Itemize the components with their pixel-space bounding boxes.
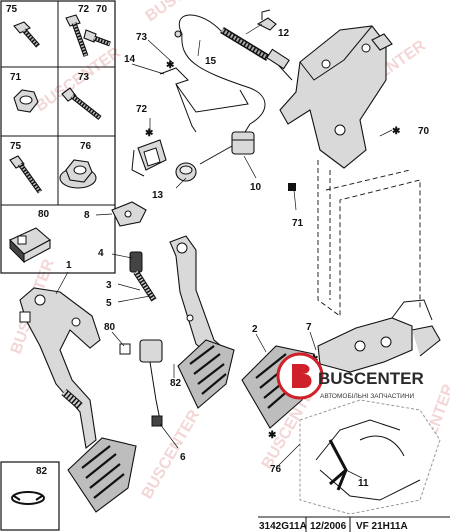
watermark-text: BUSCENTER [143, 0, 235, 25]
grid-cell-71[interactable]: 71 [10, 72, 39, 113]
brand-logo: BUSCENTER АВТОМОБІЛЬНІ ЗАПЧАСТИНИ [276, 352, 424, 400]
brake-pedal-pad[interactable] [177, 339, 235, 409]
cell-number: 75 [10, 141, 22, 152]
vehicle-inset [299, 399, 441, 515]
cell-number: 76 [80, 141, 92, 152]
grid-cell-82[interactable]: 82 [0, 461, 60, 531]
callout-13[interactable]: 13 [152, 190, 164, 201]
flange-nut-icon [59, 159, 97, 189]
return-spring[interactable] [159, 67, 249, 133]
callout-76[interactable]: 76 [270, 464, 282, 475]
callout-82[interactable]: 82 [170, 378, 182, 389]
pedal-box-bracket[interactable] [279, 25, 393, 169]
accelerator-pedal-pad[interactable] [67, 437, 137, 513]
grid-cell-70[interactable]: 70 [83, 4, 111, 47]
asterisk-icon: ✱ [166, 60, 175, 71]
cell-number: 71 [10, 72, 22, 83]
leader-lines [55, 23, 393, 479]
footer-date: 12/2006 [310, 521, 347, 532]
footer: 3142G11A 12/2006 VF 21H11A [258, 516, 450, 532]
switch-bracket[interactable] [131, 139, 167, 177]
brake-pedal[interactable] [169, 235, 227, 361]
bolt-icon [13, 21, 40, 48]
footer-ref: 3142G11A [259, 521, 307, 532]
footer-model: VF 21H11A [356, 521, 408, 532]
bolt-icon [65, 14, 89, 57]
grid-cell-75-a[interactable]: 75 [6, 4, 40, 48]
main-assembly: ✱ ✱ ✱ ✱ ✱ 73 14 15 12 72 13 10 71 70 8 4… [19, 9, 441, 515]
callout-80[interactable]: 80 [104, 322, 116, 333]
clip-ring-icon [11, 491, 45, 505]
cell-number: 80 [38, 209, 50, 220]
callout-1[interactable]: 1 [66, 260, 72, 271]
bracket-projection [317, 160, 421, 317]
logo-letter-icon [292, 364, 312, 388]
asterisk-icon: ✱ [145, 128, 154, 139]
cell-number: 75 [6, 4, 18, 15]
callout-6[interactable]: 6 [180, 452, 186, 463]
grid-cell-75-b[interactable]: 75 [9, 141, 43, 194]
callout-72[interactable]: 72 [136, 104, 148, 115]
bolt-icon [83, 29, 111, 47]
callout-71[interactable]: 71 [292, 218, 304, 229]
cell-number: 82 [36, 466, 48, 477]
pedal-switch[interactable] [119, 339, 163, 427]
logo-tagline: АВТОМОБІЛЬНІ ЗАПЧАСТИНИ [320, 393, 415, 400]
callout-70[interactable]: 70 [418, 126, 430, 137]
clutch-pedal-mount[interactable] [317, 299, 441, 373]
callout-10[interactable]: 10 [250, 182, 262, 193]
cell-number: 70 [96, 4, 108, 15]
clip-part[interactable] [111, 201, 147, 227]
callout-7[interactable]: 7 [306, 322, 312, 333]
grid-cell-72[interactable]: 72 [65, 4, 90, 57]
callout-4[interactable]: 4 [98, 248, 104, 259]
callouts: 73 14 15 12 72 13 10 71 70 8 4 3 5 1 80 … [66, 28, 430, 489]
clutch-cable[interactable] [174, 14, 293, 141]
clip-bracket[interactable] [256, 9, 277, 31]
cable-connector[interactable] [175, 131, 255, 182]
grid-cell-76[interactable]: 76 [59, 141, 97, 189]
asterisk-icon: ✱ [268, 430, 277, 441]
callout-2[interactable]: 2 [252, 324, 258, 335]
stop-switch[interactable] [129, 251, 157, 302]
callout-5[interactable]: 5 [106, 298, 112, 309]
bolt-icon [9, 155, 43, 194]
fastener-grid: 75 72 70 71 [0, 0, 116, 274]
accelerator-pedal[interactable] [19, 287, 101, 450]
grid-cell-73[interactable]: 73 [61, 72, 102, 120]
callout-15[interactable]: 15 [205, 56, 217, 67]
bolt-icon [61, 87, 102, 120]
watermark-text: BUSCENTER [139, 407, 204, 502]
callout-8[interactable]: 8 [84, 210, 90, 221]
callout-3[interactable]: 3 [106, 280, 112, 291]
kit-frame [0, 461, 60, 531]
grid-cell-80[interactable]: 80 [9, 209, 51, 264]
callout-73[interactable]: 73 [136, 32, 148, 43]
cell-number: 73 [78, 72, 90, 83]
nut-icon [13, 89, 39, 113]
square-marker-icon [288, 183, 296, 191]
logo-name: BUSCENTER [318, 369, 424, 388]
callout-11[interactable]: 11 [358, 478, 369, 489]
asterisk-icon: ✱ [392, 126, 401, 137]
callout-12[interactable]: 12 [278, 28, 290, 39]
clip-icon [9, 227, 51, 264]
callout-14[interactable]: 14 [124, 54, 136, 65]
cell-number: 72 [78, 4, 90, 15]
